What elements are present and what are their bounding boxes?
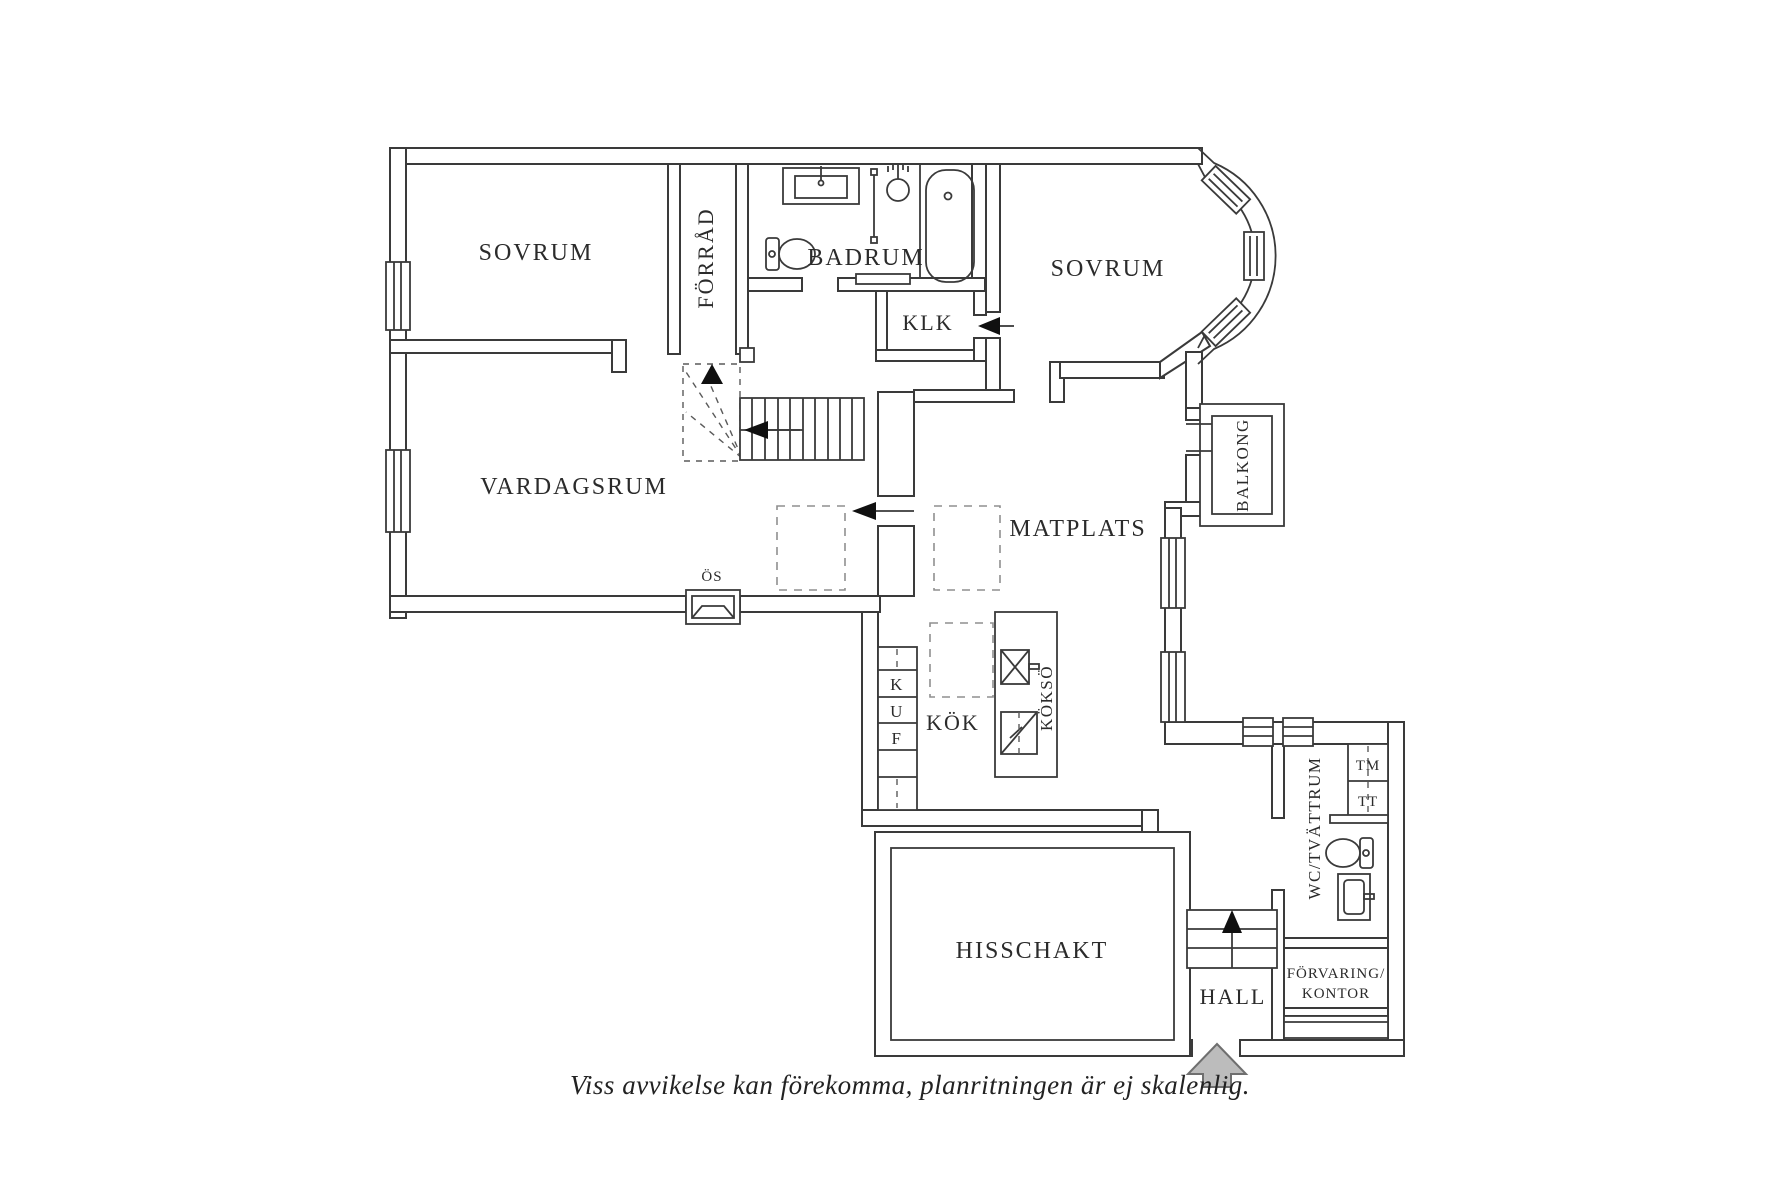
kitchen-island xyxy=(994,611,1058,778)
window-bedroom-left xyxy=(385,261,411,331)
room-label-hall: HALL xyxy=(1200,984,1267,1009)
toilet-icon xyxy=(765,237,816,271)
laundry-counter xyxy=(1329,814,1389,824)
room-label-forvaring-line2: KONTOR xyxy=(1302,986,1370,1002)
room-label-matplats: MATPLATS xyxy=(1009,516,1146,542)
room-label-vardagsrum: VARDAGSRUM xyxy=(480,474,668,500)
island-hob-icon xyxy=(1000,711,1038,755)
window-laundry-1 xyxy=(1242,717,1274,747)
bay-window-pane xyxy=(1200,297,1252,348)
sink-icon xyxy=(782,166,860,205)
island-sink-icon xyxy=(1000,649,1040,685)
bathtub-icon xyxy=(925,169,975,283)
window-matplats-upper xyxy=(1160,537,1186,609)
windows xyxy=(385,261,1314,747)
washing-machine xyxy=(1347,743,1389,819)
room-label-sovrum-left: SOVRUM xyxy=(479,240,594,266)
cabinet-label-u: U xyxy=(890,702,904,721)
laundry-room xyxy=(1325,743,1389,921)
entrance-arrow-icon xyxy=(1185,1042,1249,1088)
badrum-fixtures xyxy=(765,164,975,283)
room-label-sovrum-right: SOVRUM xyxy=(1051,256,1166,282)
room-label-kok: KÖK xyxy=(926,710,980,735)
entry-stairs-up-arrow-icon xyxy=(1222,910,1242,933)
room-label-hisschakt: HISSCHAKT xyxy=(956,938,1109,964)
bay-window xyxy=(1197,147,1277,365)
bay-window-pane xyxy=(1243,231,1265,281)
stairs-down-arrow-icon xyxy=(744,421,800,439)
room-label-kokso: KÖKSÖ xyxy=(1037,665,1056,731)
kitchen xyxy=(877,611,1058,811)
table-dashed-outline xyxy=(776,505,846,591)
kitchen-cabinet-run xyxy=(877,646,918,811)
room-label-balkong: BALKONG xyxy=(1233,418,1252,512)
klk-door-arrow-icon xyxy=(978,317,1014,335)
stairs-up-arrow-icon xyxy=(701,364,723,384)
room-labels: SOVRUM SOVRUM FÖRRÅD BADRUM KLK BALKONG … xyxy=(479,207,1386,1009)
balcony xyxy=(1186,403,1285,527)
label-tt: TT xyxy=(1358,794,1378,810)
room-label-badrum: BADRUM xyxy=(807,245,924,271)
label-os: ÖS xyxy=(701,568,722,585)
bay-window-pane xyxy=(1200,164,1252,215)
table-dashed-outline xyxy=(933,505,1001,591)
appliance-dashed-outline xyxy=(929,622,994,698)
cabinet-label-k: K xyxy=(890,675,904,694)
label-tm: TM xyxy=(1356,758,1381,774)
room-label-wc-tvattrum: WC/TVÄTTRUM xyxy=(1305,756,1324,899)
fireplace-icon xyxy=(685,589,741,625)
shower-icon xyxy=(870,164,910,244)
window-vardagsrum xyxy=(385,449,411,533)
room-label-forrad: FÖRRÅD xyxy=(693,207,718,308)
window-matplats-lower xyxy=(1160,651,1186,723)
window-laundry-2 xyxy=(1282,717,1314,747)
cabinet-label-f: F xyxy=(892,729,903,748)
room-label-klk: KLK xyxy=(902,310,953,335)
room-label-forvaring-line1: FÖRVARING/ xyxy=(1287,965,1386,982)
wc-sink-icon xyxy=(1337,873,1375,921)
entry-stairs xyxy=(1186,909,1278,969)
disclaimer-caption: Viss avvikelse kan förekomma, planritnin… xyxy=(570,1070,1250,1100)
elevator-shaft xyxy=(874,831,1191,1057)
wc-toilet-icon xyxy=(1325,837,1374,869)
matplats-door-arrow-icon xyxy=(852,502,914,520)
door-arrows xyxy=(852,317,1014,520)
storage-shelf xyxy=(1283,1015,1389,1039)
furniture-dashed xyxy=(776,505,1001,591)
stairs-main xyxy=(682,347,865,462)
door-sill xyxy=(855,273,911,285)
